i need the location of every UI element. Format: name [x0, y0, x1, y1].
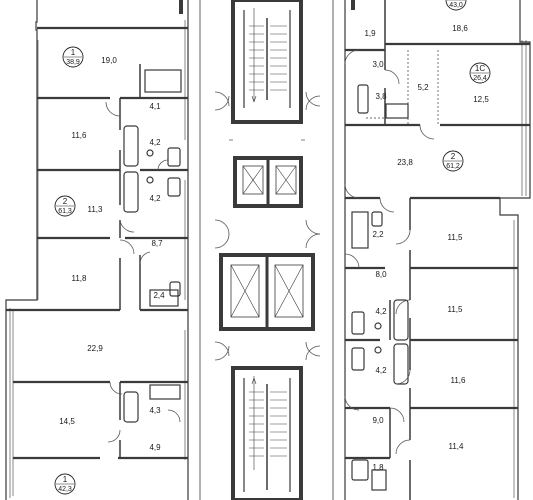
unit-number: 2: [63, 197, 68, 206]
room-area: 4,2: [375, 307, 387, 316]
room-area: 14,5: [59, 417, 75, 426]
unit-total-area: 43,0: [449, 2, 463, 9]
room-area: 4,2: [149, 138, 161, 147]
room-area: 11,3: [88, 205, 104, 214]
room-area: 2,2: [372, 230, 384, 239]
room-area: 9,0: [372, 416, 384, 425]
central-core: [199, 0, 334, 500]
room-area: 4,2: [375, 366, 387, 375]
room-area: 11,6: [72, 131, 88, 140]
room-area: 4,2: [149, 194, 161, 203]
left-door-swings: [105, 101, 181, 443]
unit-number: 1С: [475, 64, 485, 73]
unit-number: 1: [71, 48, 76, 57]
room-area: 11,5: [448, 305, 464, 314]
unit-total-area: 61,3: [58, 208, 72, 215]
room-area: 4,1: [149, 102, 161, 111]
room-area: 11,5: [448, 233, 464, 242]
room-area: 8,0: [375, 270, 387, 279]
room-area: 3,0: [372, 60, 384, 69]
room-area: 11,6: [451, 376, 467, 385]
room-area: 1,9: [364, 29, 376, 38]
unit-number: 2: [451, 152, 456, 161]
unit-tag: 2 61,2: [442, 150, 464, 172]
unit-total-area: 26,4: [473, 75, 487, 82]
room-area: 11,4: [449, 442, 465, 451]
room-area: 12,5: [473, 95, 489, 104]
unit-tag: 1 38,9: [62, 46, 84, 68]
core-door-swings: [214, 91, 321, 361]
room-area: 23,8: [397, 158, 413, 167]
right-door-swings: [344, 49, 435, 455]
room-area: 19,0: [101, 56, 117, 65]
room-area: 8,7: [151, 239, 163, 248]
room-area: 1,8: [372, 463, 384, 472]
room-area: 3,8: [375, 92, 387, 101]
unit-total-area: 61,2: [446, 163, 460, 170]
unit-total-area: 42,3: [58, 486, 72, 493]
unit-tags: 1 38,9 2 61,3 1 42,3 1 43,0 1С 26,4: [54, 0, 491, 495]
unit-tag: 2 61,3: [54, 195, 76, 217]
unit-tag: 1С 26,4: [469, 62, 491, 84]
room-area: 2,4: [153, 291, 165, 300]
unit-tag: 1 42,3: [54, 473, 76, 495]
left-wing: [5, 0, 189, 500]
right-wing: [344, 0, 531, 500]
room-area: 18,6: [452, 24, 468, 33]
room-area: 11,8: [72, 274, 88, 283]
unit-number: 1: [63, 475, 68, 484]
room-area: 4,9: [149, 443, 161, 452]
room-area: 4,3: [149, 406, 161, 415]
room-area: 22,9: [87, 344, 103, 353]
room-area: 5,2: [417, 83, 429, 92]
unit-total-area: 38,9: [66, 59, 80, 66]
room-area-labels: 19,0 4,1 11,6 4,2 4,2 11,3 8,7 11,8 2,4 …: [59, 24, 489, 472]
unit-tag: 1 43,0: [445, 0, 467, 11]
